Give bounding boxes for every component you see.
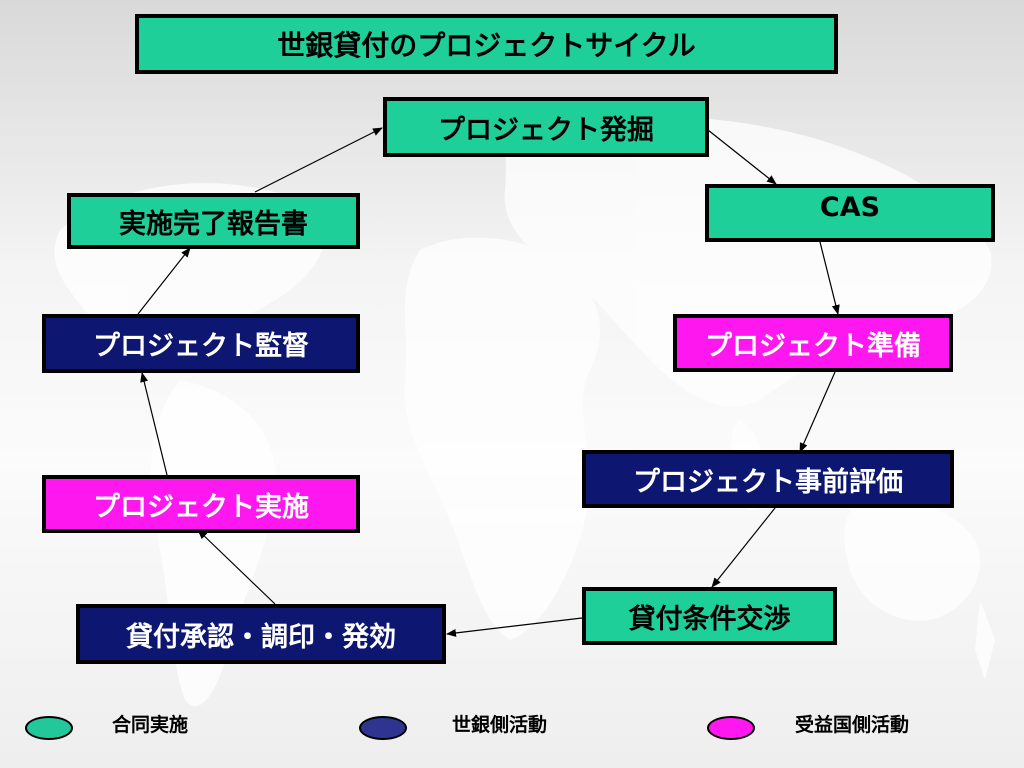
arrow-preparation-to-appraisal <box>799 371 836 453</box>
legend-world-bank-marker <box>359 716 407 740</box>
node-project-implementation: プロジェクト実施 <box>42 475 360 533</box>
node-cas: CAS <box>705 184 995 242</box>
page-title: 世銀貸付のプロジェクトサイクル <box>135 14 838 74</box>
arrow-implementation-to-supervision <box>140 372 168 476</box>
node-project-preparation: プロジェクト準備 <box>673 314 953 372</box>
legend-joint-label: 合同実施 <box>112 714 189 736</box>
node-loan-negotiation: 貸付条件交渉 <box>582 587 837 645</box>
arrow-appraisal-to-negotiation <box>711 507 776 588</box>
arrow-cas-to-preparation <box>819 241 840 315</box>
arrow-negotiation-to-approval <box>446 617 583 637</box>
legend-world-bank-label: 世銀側活動 <box>452 714 548 736</box>
arrow-discovery-to-cas <box>707 129 777 185</box>
node-project-discovery: プロジェクト発掘 <box>383 97 709 157</box>
node-project-appraisal: プロジェクト事前評価 <box>582 450 954 508</box>
arrow-approval-to-implementation <box>197 529 276 605</box>
node-completion-report: 実施完了報告書 <box>67 193 360 249</box>
arrow-completion-to-discovery <box>254 127 383 193</box>
node-project-supervision: プロジェクト監督 <box>42 314 360 373</box>
legend-borrower-marker <box>707 716 755 740</box>
legend-joint-marker <box>25 716 73 740</box>
legend-borrower-label: 受益国側活動 <box>795 714 910 736</box>
arrow-supervision-to-completion <box>137 247 191 315</box>
node-loan-approval: 貸付承認・調印・発効 <box>76 604 446 664</box>
